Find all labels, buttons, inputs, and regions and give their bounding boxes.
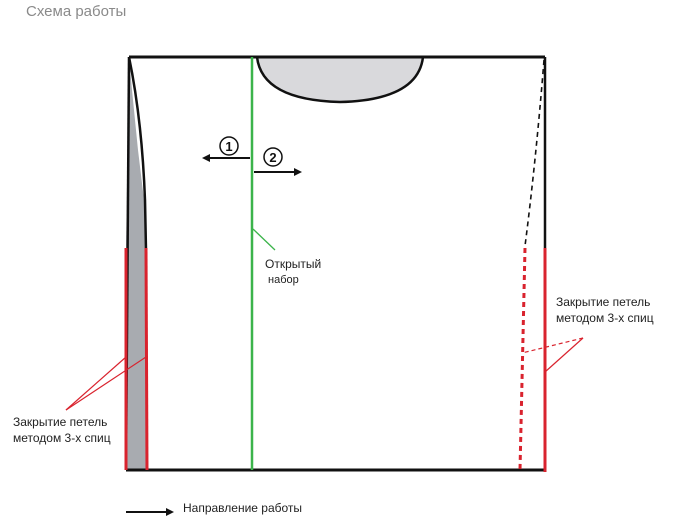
left-leader-1 (65, 356, 127, 411)
diagram-title: Схема работы (26, 3, 127, 20)
left-leader-2 (65, 356, 147, 411)
marker-1-circle: 1 (219, 136, 239, 156)
neckline-shape (255, 55, 425, 104)
left-note-line-2: методом 3-х спиц (13, 431, 111, 445)
right-bindoff-note: Закрытие петель методом 3-х спиц (556, 294, 654, 326)
open-cast-on-line-2: набор (268, 274, 299, 286)
marker-2-label: 2 (269, 150, 276, 165)
right-note-line-2: методом 3-х спиц (556, 311, 654, 325)
right-note-line-1: Закрытие петель (556, 295, 651, 309)
right-leader-1 (521, 337, 584, 354)
left-inner-edge (127, 56, 148, 251)
right-dashed-edge (524, 59, 545, 247)
left-bindoff-note: Закрытие петель методом 3-х спиц (13, 414, 111, 446)
legend-direction-label: Направление работы (183, 501, 303, 515)
open-cast-on-leader (252, 228, 276, 251)
open-cast-on-label: Открытый набор (265, 256, 321, 288)
marker-1-label: 1 (225, 139, 232, 154)
marker-2-circle: 2 (263, 147, 283, 167)
left-bindoff-line-inner (144, 247, 149, 471)
right-leader-2 (544, 337, 584, 373)
right-bindoff-line-dashed (518, 247, 527, 471)
open-cast-on-line-1: Открытый (265, 257, 322, 271)
left-note-line-1: Закрытие петель (13, 415, 108, 429)
